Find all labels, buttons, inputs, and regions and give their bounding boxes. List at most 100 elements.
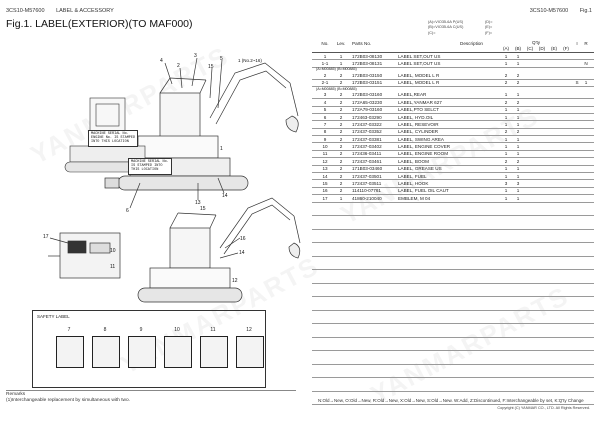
callout-number: 17 — [43, 234, 49, 240]
cell-a: 1 — [504, 151, 508, 157]
cell-pn: 172B03-08130 — [352, 53, 383, 59]
blank-row — [312, 365, 594, 379]
cell-lev: 2 — [339, 173, 343, 179]
blank-row — [312, 203, 594, 217]
callout-number: 5 — [220, 56, 223, 62]
cell-lev: 2 — [339, 181, 343, 187]
cell-a: 2 — [504, 99, 508, 105]
model-code: 3CS10-M57600 — [529, 8, 569, 14]
cell-no: 2 — [323, 72, 327, 78]
cell-a: 2 — [504, 72, 508, 78]
col-c: (C) — [526, 46, 534, 51]
blank-row — [312, 324, 594, 338]
serial-callout: MACHINE SERIAL No. IS STAMPED INTO THIS … — [128, 158, 172, 175]
cell-desc: LABEL, HYD.OIL — [398, 114, 434, 120]
cell-b: 3 — [516, 181, 520, 187]
callout-line: ENGINE No. IS STAMPED — [91, 136, 136, 141]
cell-lev: 2 — [339, 92, 343, 98]
callout-number: 10 — [110, 248, 116, 254]
table-blank-rows — [312, 203, 594, 406]
blank-row — [312, 243, 594, 257]
warning-plate — [92, 336, 120, 368]
cell-pn: 172437-03402 — [352, 144, 382, 150]
col-description: Description — [460, 41, 483, 46]
warning-plate — [128, 336, 156, 368]
cell-no: 14 — [322, 173, 328, 179]
cell-b: 1 — [516, 166, 520, 172]
cell-a: 1 — [504, 136, 508, 142]
cell-b: 2 — [516, 80, 520, 86]
callout-line: INTO THIS LOCATION — [91, 140, 129, 145]
cell-desc: LABEL, GREASE US — [398, 166, 442, 172]
cell-no: 1 — [323, 53, 327, 59]
cell-a: 1 — [504, 144, 508, 150]
cell-lev: 1 — [339, 60, 343, 66]
col-parts-no: Parts No. — [352, 41, 372, 46]
cell-a: 3 — [504, 181, 508, 187]
cell-no: 10 — [322, 144, 328, 150]
col-e: (E) — [550, 46, 558, 51]
cell-a: 1 — [504, 53, 508, 59]
col-d: (D) — [538, 46, 546, 51]
cell-a: 1 — [504, 166, 508, 172]
callout-number: 11 — [110, 264, 116, 270]
cell-desc: LABEL, MODEL L R — [398, 72, 440, 78]
cell-lev: 2 — [339, 188, 343, 194]
table-note-row: (A=M00885) (B=M00885) — [312, 67, 594, 73]
cell-lev: 2 — [339, 107, 343, 113]
blank-row — [312, 216, 594, 230]
cell-lev: 2 — [339, 121, 343, 127]
warning-plate — [236, 336, 264, 368]
model-code: 3CS10-M57600 — [6, 8, 45, 14]
callout-number: 16 — [240, 236, 246, 242]
cell-b: 1 — [516, 60, 520, 66]
cell-b: 1 — [516, 188, 520, 194]
blank-row — [312, 311, 594, 325]
cell-b: 1 — [516, 144, 520, 150]
cell-desc: LABEL, BOOM — [398, 158, 429, 164]
cell-no: 7 — [323, 121, 327, 127]
cell-lev: 1 — [339, 53, 343, 59]
row-note: (A=M00885) (B=M00885) — [316, 67, 357, 72]
cell-a: 2 — [504, 80, 508, 86]
cell-desc: LABEL,YANMAR 627 — [398, 99, 442, 105]
col-i: I — [576, 41, 578, 46]
cell-lev: 2 — [339, 114, 343, 120]
callout-number: 6 — [126, 208, 129, 214]
blank-row — [312, 284, 594, 298]
warning-plate — [200, 336, 228, 368]
code-c: (C)= — [428, 30, 436, 35]
cell-desc: LABEL,REAR — [398, 92, 427, 98]
parts-drawing: 4 2 3 15 5 1 (No.2~16) 1 6 13 14 17 10 1… — [10, 38, 305, 388]
col-qty: Q'ty — [532, 40, 541, 45]
cell-lev: 2 — [339, 158, 343, 164]
cell-no: 5 — [323, 107, 327, 113]
safety-label: 9 — [127, 327, 156, 373]
callout-number: 1 — [220, 146, 223, 152]
cell-b: 1 — [516, 114, 520, 120]
callout-line: THIS LOCATION — [131, 168, 159, 173]
blank-row — [312, 392, 594, 406]
cell-lev: 2 — [339, 99, 343, 105]
safety-label: 12 — [235, 327, 264, 373]
cell-b: 1 — [516, 136, 520, 142]
code-a: (A)=VIO35-6A P(US) — [428, 20, 464, 24]
parts-table: No. Lev. Parts No. Description Q'ty (A) … — [312, 40, 594, 406]
callout-number: 4 — [160, 58, 163, 64]
page-header-right: 3CS10-M57600 Fig.1 — [520, 8, 592, 14]
cell-a: 1 — [504, 195, 508, 201]
model-codes: (A)=VIO35-6A P(US) (B)=VIO35-6A C(US) (C… — [428, 20, 488, 36]
callout-number: 14 — [222, 193, 228, 199]
cell-desc: LABEL SET,OUT US — [398, 60, 441, 66]
cell-pn: 172437-03381 — [352, 136, 382, 142]
callout-line: IS STAMPED INTO — [131, 164, 163, 169]
table-note-row: (A=M00885) (B=M00885) — [312, 87, 594, 92]
cell-lev: 2 — [339, 144, 343, 150]
